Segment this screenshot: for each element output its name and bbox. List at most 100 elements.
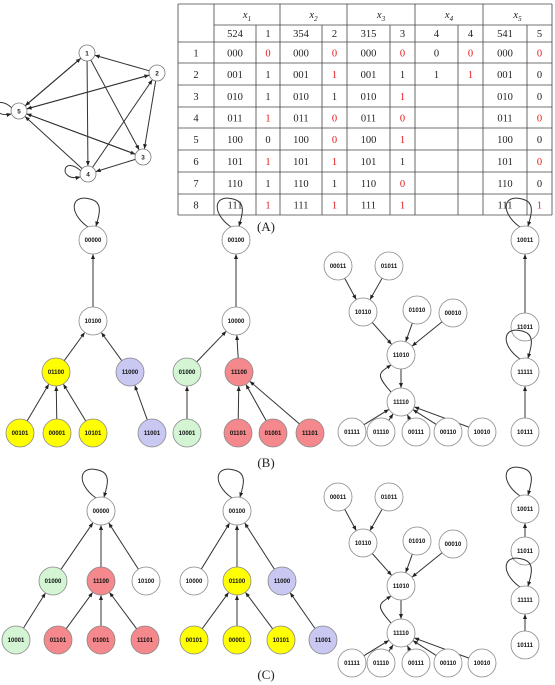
cell-output: 1 xyxy=(332,201,337,212)
cell-output: 0 xyxy=(332,49,337,60)
state-node-00101 xyxy=(179,625,209,655)
cell-output: 1 xyxy=(332,70,337,81)
edge-3-4 xyxy=(95,158,136,173)
state-node-10000 xyxy=(221,306,251,336)
state-node-label-10000: 10000 xyxy=(186,579,203,585)
edge-00101-01100 xyxy=(26,384,50,422)
state-node-label-00100: 00100 xyxy=(228,238,245,244)
cell-output: 1 xyxy=(332,92,337,103)
edge-10100-00000 xyxy=(108,522,139,570)
panel-label-a: (A) xyxy=(257,219,275,234)
edge-10101-01100 xyxy=(63,383,87,422)
state-node-label-00101: 00101 xyxy=(12,431,29,437)
small-node-label-4: 4 xyxy=(86,172,90,179)
state-node-11101 xyxy=(130,625,160,655)
state-node-00010 xyxy=(438,298,468,328)
state-node-label-10110: 10110 xyxy=(355,541,372,547)
cell-output: 0 xyxy=(400,114,405,125)
cell-input: 110 xyxy=(293,179,308,190)
small-node-label-1: 1 xyxy=(85,51,89,58)
self-loop-11111 xyxy=(505,557,532,588)
edge-01010-11010 xyxy=(405,323,413,342)
state-node-label-01100: 01100 xyxy=(229,579,246,585)
cell-input: 111 xyxy=(228,201,243,212)
state-node-label-00001: 00001 xyxy=(229,638,246,644)
state-node-01110 xyxy=(366,417,396,447)
state-node-11010 xyxy=(386,571,416,601)
small-node-label-3: 3 xyxy=(141,155,145,162)
state-node-11110 xyxy=(386,618,416,648)
edge-10001-01000 xyxy=(23,592,46,629)
state-node-01011 xyxy=(374,482,404,512)
edge-2-1 xyxy=(94,54,150,72)
state-node-label-11000: 11000 xyxy=(274,579,291,585)
cell-input: 101 xyxy=(227,157,243,168)
state-node-01100 xyxy=(41,357,71,387)
state-node-label-11010: 11010 xyxy=(393,353,410,359)
state-node-10110 xyxy=(348,528,378,558)
state-node-11100 xyxy=(86,566,116,596)
cell-output: 0 xyxy=(332,114,337,125)
edge-01110-11110 xyxy=(388,644,394,652)
state-node-00110 xyxy=(433,648,463,678)
state-node-label-10001: 10001 xyxy=(8,638,25,644)
cell-input: 000 xyxy=(361,49,377,60)
small-node-label-5: 5 xyxy=(17,109,21,116)
state-node-label-01001: 01001 xyxy=(93,638,110,644)
cell-input: 001 xyxy=(497,70,513,81)
cell-output: 1 xyxy=(265,157,270,168)
cell-output: 1 xyxy=(265,179,270,190)
state-node-10110 xyxy=(348,297,378,327)
state-node-label-11111: 11111 xyxy=(517,598,533,604)
small-node-2 xyxy=(148,64,166,82)
cell-output: 1 xyxy=(400,70,405,81)
state-node-10011 xyxy=(510,225,540,255)
cell-input: 001 xyxy=(361,70,377,81)
state-node-label-10111: 10111 xyxy=(517,430,534,436)
self-loop-00000 xyxy=(81,468,108,499)
state-node-label-01000: 01000 xyxy=(179,370,196,376)
column-code: 541 xyxy=(497,29,513,40)
state-node-label-10011: 10011 xyxy=(517,507,534,513)
edge-1-4 xyxy=(85,60,90,167)
state-node-00011 xyxy=(323,482,353,512)
state-node-01001 xyxy=(86,625,116,655)
state-node-11111 xyxy=(510,585,540,615)
edge-10110-11010 xyxy=(371,553,392,576)
state-node-label-00000: 00000 xyxy=(85,238,102,244)
cell-input: 001 xyxy=(227,70,243,81)
self-loop-00100 xyxy=(216,197,243,228)
state-node-label-11001: 11001 xyxy=(144,431,161,437)
cell-input: 100 xyxy=(227,135,243,146)
edge-10101-01100 xyxy=(245,592,274,630)
state-node-label-01101: 01101 xyxy=(50,638,67,644)
row-number: 6 xyxy=(193,157,198,168)
cell-output: 0 xyxy=(537,114,542,125)
state-node-label-01010: 01010 xyxy=(409,308,426,314)
state-node-label-00010: 00010 xyxy=(445,542,462,548)
cell-output: 1 xyxy=(400,135,405,146)
cell-input: 001 xyxy=(293,70,309,81)
row-number: 5 xyxy=(193,135,198,146)
cell-output: 1 xyxy=(332,157,337,168)
edge-2-5 xyxy=(26,74,150,110)
edge-01100-10100 xyxy=(63,332,85,361)
state-node-01010 xyxy=(402,295,432,325)
small-node-label-2: 2 xyxy=(155,71,159,78)
edge-00111-11110 xyxy=(407,645,412,651)
cell-input: 100 xyxy=(293,135,309,146)
state-node-01011 xyxy=(374,251,404,281)
state-node-label-11100: 11100 xyxy=(93,579,110,585)
cell-output: 0 xyxy=(537,92,542,103)
column-bit: 2 xyxy=(332,29,337,40)
cell-output: 1 xyxy=(400,201,405,212)
state-node-label-00000: 00000 xyxy=(93,509,110,515)
state-node-label-10010: 10010 xyxy=(474,430,491,436)
state-node-label-01100: 01100 xyxy=(48,370,65,376)
cell-input: 000 xyxy=(293,49,309,60)
state-node-label-11110: 11110 xyxy=(393,400,409,406)
small-network-graph: 1 2 3 4 5 xyxy=(0,44,166,183)
